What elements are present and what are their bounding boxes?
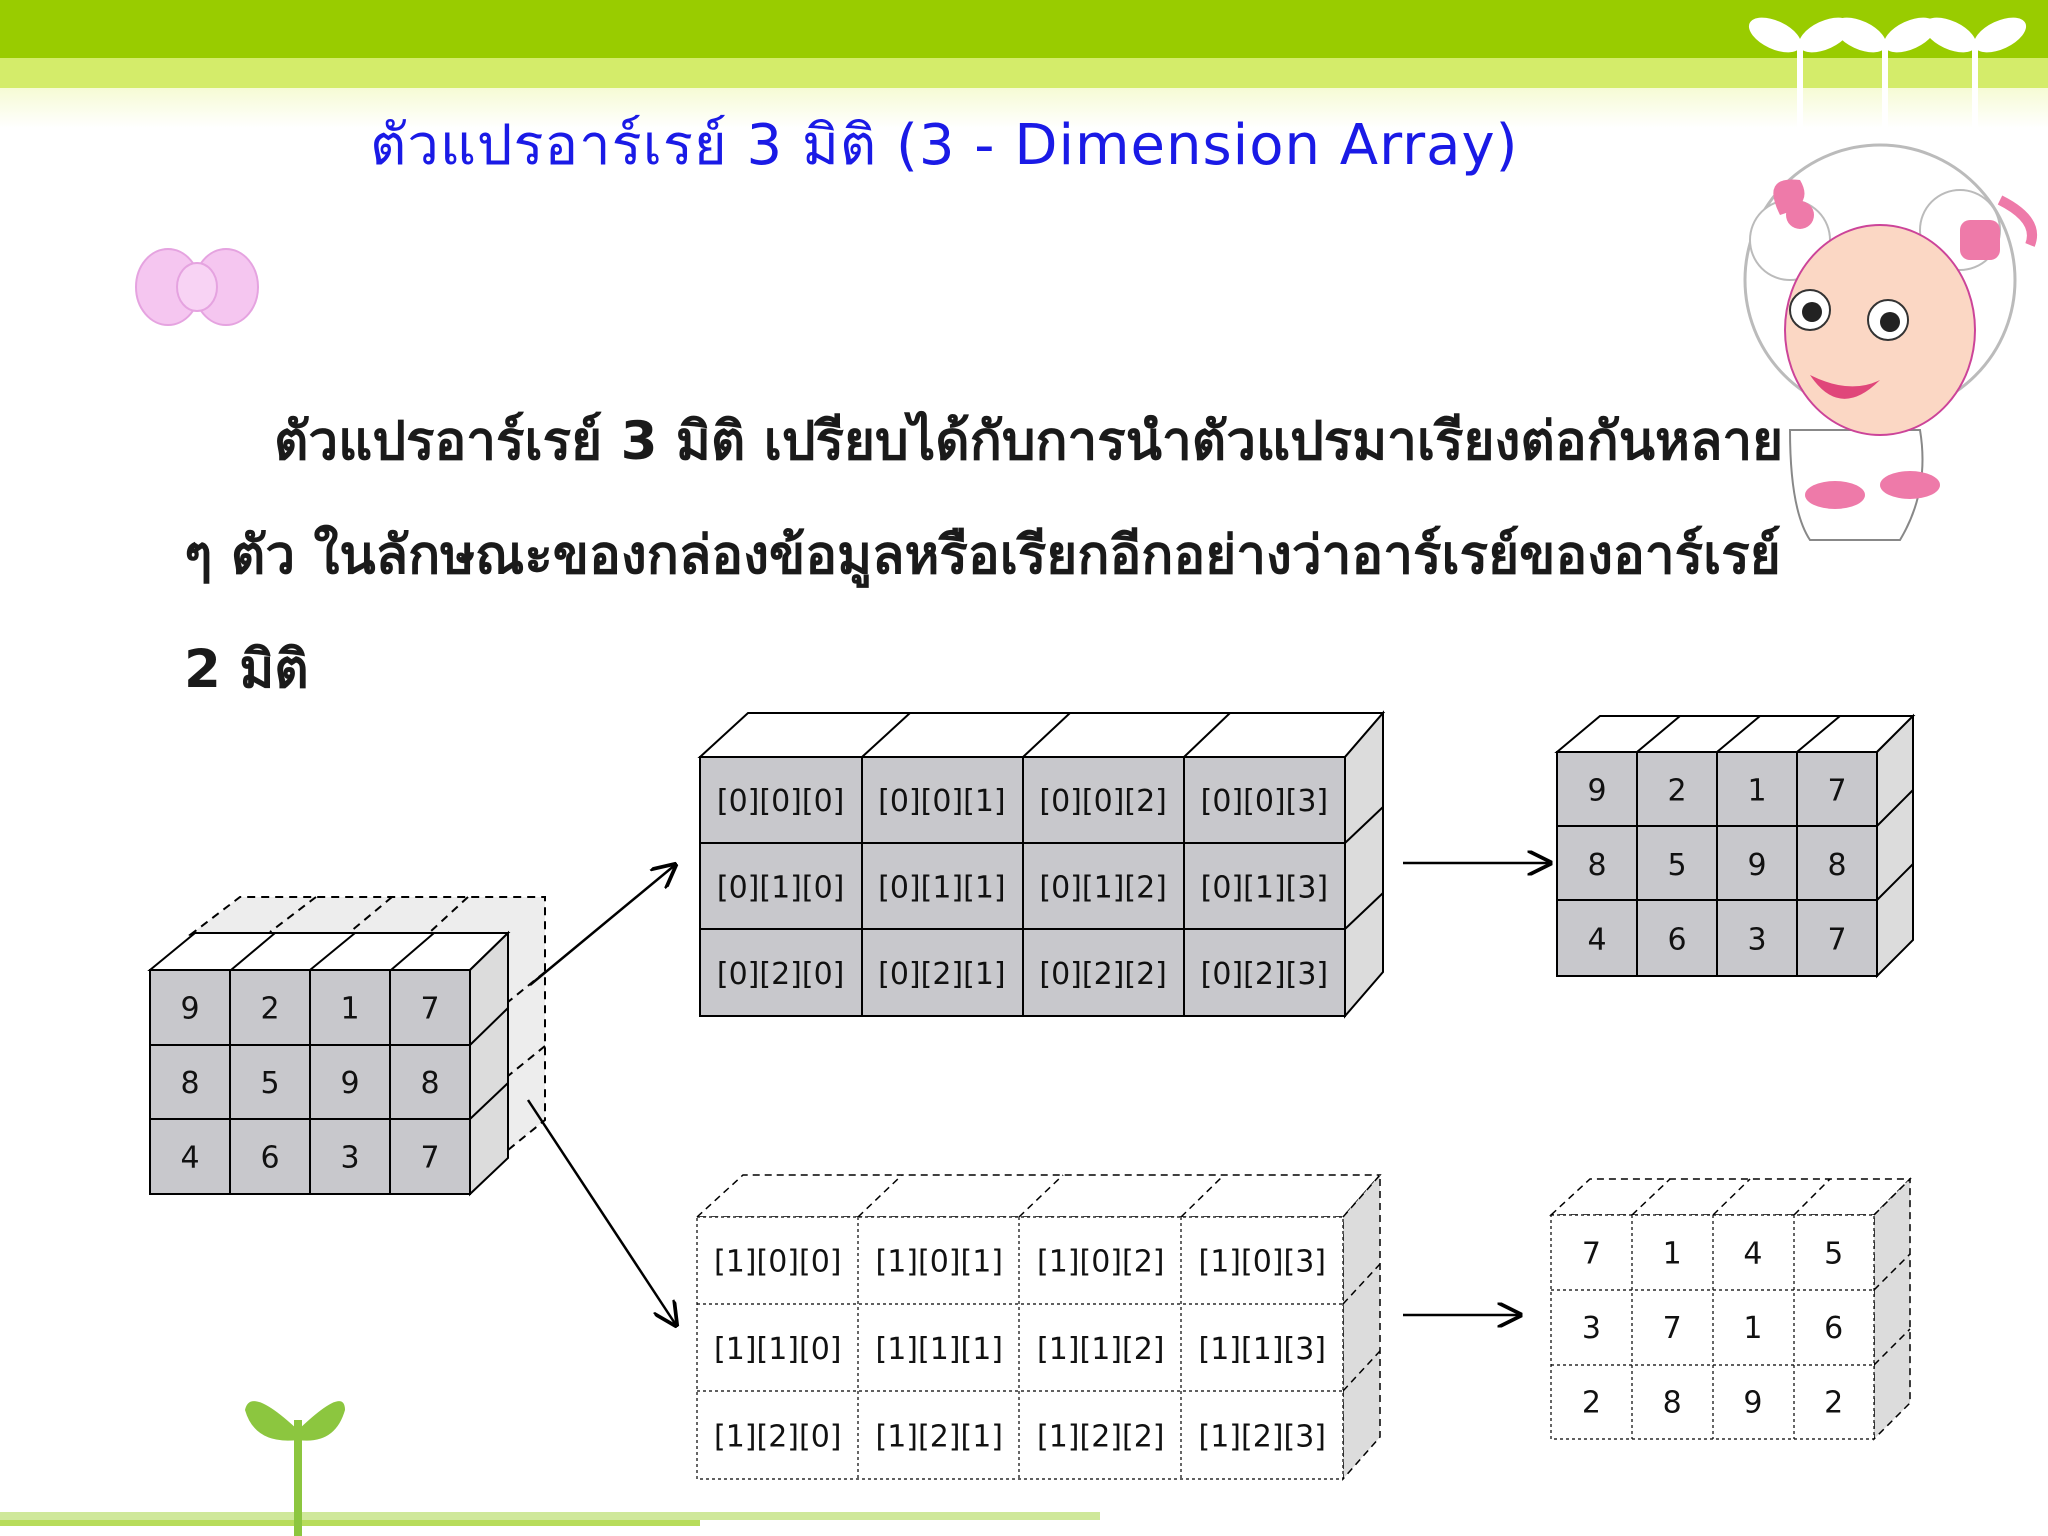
layer0-value: 8: [1587, 848, 1606, 883]
layer1-index-label: [1][0][2]: [1037, 1245, 1165, 1280]
slide-title: ตัวแปรอาร์เรย์ 3 มิติ (3 - Dimension Arr…: [370, 113, 1519, 178]
layer0-index-label: [0][2][2]: [1039, 957, 1167, 992]
layer0-value: 7: [1827, 773, 1846, 808]
layer0-index-label: [0][0][2]: [1039, 784, 1167, 819]
cube-cell-value: 6: [260, 1141, 279, 1176]
layer1-index-label: [1][1][2]: [1037, 1332, 1165, 1367]
layer0-value: 9: [1587, 773, 1606, 808]
layer0-index-label: [0][1][2]: [1039, 870, 1167, 905]
layer1-value: 2: [1824, 1386, 1843, 1421]
layer0-values-block: 9 2 1 7 8 5 9 8 4 6 3 7: [1554, 713, 1916, 979]
layer1-index-label: [1][0][1]: [876, 1245, 1004, 1280]
cube-cell-value: 5: [260, 1066, 279, 1101]
bow-icon: [135, 248, 259, 326]
layer1-value: 4: [1743, 1236, 1762, 1271]
arrow-to-layer1: [526, 1099, 676, 1325]
layer0-index-label: [0][1][3]: [1201, 870, 1329, 905]
sprout-footer: [0, 1401, 1100, 1536]
cube-cell-value: 8: [180, 1066, 199, 1101]
small-cube: 9 2 1 7 8 5 9 8 4 6 3 7: [147, 896, 546, 1197]
cube-cell-value: 9: [180, 991, 199, 1026]
layer0-index-label: [0][1][1]: [878, 870, 1006, 905]
layer0-index-label: [0][2][3]: [1201, 957, 1329, 992]
layer0-index-label: [0][0][3]: [1201, 784, 1329, 819]
layer0-value: 3: [1747, 923, 1766, 958]
layer1-values-block: 7 1 4 5 3 7 1 6 2 8 9 2: [1549, 1177, 1912, 1441]
layer1-value: 2: [1582, 1386, 1601, 1421]
layer1-value: 3: [1582, 1311, 1601, 1346]
layer1-index-label: [1][2][0]: [714, 1419, 842, 1454]
layer0-index-label: [0][1][0]: [717, 870, 845, 905]
cube-cell-value: 4: [180, 1141, 199, 1176]
layer1-index-label: [1][2][2]: [1037, 1419, 1165, 1454]
cube-cell-value: 9: [340, 1066, 359, 1101]
header-band-fade: [0, 88, 2048, 128]
layer0-value: 5: [1667, 848, 1686, 883]
layer0-index-label: [0][2][1]: [878, 957, 1006, 992]
layer1-value: 6: [1824, 1311, 1843, 1346]
layer1-value: 5: [1824, 1236, 1843, 1271]
cube-cell-value: 7: [420, 1141, 439, 1176]
layer0-value: 8: [1827, 848, 1846, 883]
cube-cell-value: 3: [340, 1141, 359, 1176]
layer0-value: 9: [1747, 848, 1766, 883]
layer0-index-label: [0][2][0]: [717, 957, 845, 992]
header-band: [0, 0, 2048, 58]
layer0-value: 7: [1827, 923, 1846, 958]
layer1-value: 1: [1663, 1236, 1682, 1271]
layer1-value: 7: [1663, 1311, 1682, 1346]
layer0-index-label: [0][0][1]: [878, 784, 1006, 819]
layer1-value: 9: [1743, 1386, 1762, 1421]
layer1-index-label: [1][2][1]: [876, 1419, 1004, 1454]
layer0-index-label: [0][0][0]: [717, 784, 845, 819]
layer1-index-label: [1][0][3]: [1199, 1245, 1327, 1280]
layer1-value: 7: [1582, 1236, 1601, 1271]
layer0-value: 6: [1667, 923, 1686, 958]
layer1-value: 1: [1743, 1311, 1762, 1346]
layer0-value: 4: [1587, 923, 1606, 958]
layer1-index-label: [1][1][0]: [714, 1332, 842, 1367]
header-band-light: [0, 58, 2048, 88]
layer0-value: 1: [1747, 773, 1766, 808]
arrows: [526, 863, 1550, 1325]
layer0-value: 2: [1667, 773, 1686, 808]
layer1-index-label: [1][1][1]: [876, 1332, 1004, 1367]
sprout-icons: [1748, 17, 2027, 140]
cube-cell-value: 7: [420, 991, 439, 1026]
slide-paragraph: ตัวแปรอาร์เรย์ 3 มิติ เปรียบได้กับการนำต…: [184, 411, 1784, 700]
sheep-mascot: [1743, 143, 2037, 541]
cube-cell-value: 8: [420, 1066, 439, 1101]
cube-cell-value: 1: [340, 991, 359, 1026]
layer1-index-label: [1][0][0]: [714, 1245, 842, 1280]
layer1-value: 8: [1663, 1386, 1682, 1421]
cube-cell-value: 2: [260, 991, 279, 1026]
arrow-to-layer0: [529, 865, 675, 986]
layer1-index-block: [1][0][0] [1][0][1] [1][0][2] [1][0][3] [1][…: [695, 1173, 1382, 1481]
layer1-index-label: [1][2][3]: [1199, 1419, 1327, 1454]
layer1-index-label: [1][1][3]: [1199, 1332, 1327, 1367]
layer0-index-block: [0][0][0] [0][0][1] [0][0][2] [0][0][3] [0][…: [697, 710, 1386, 1019]
